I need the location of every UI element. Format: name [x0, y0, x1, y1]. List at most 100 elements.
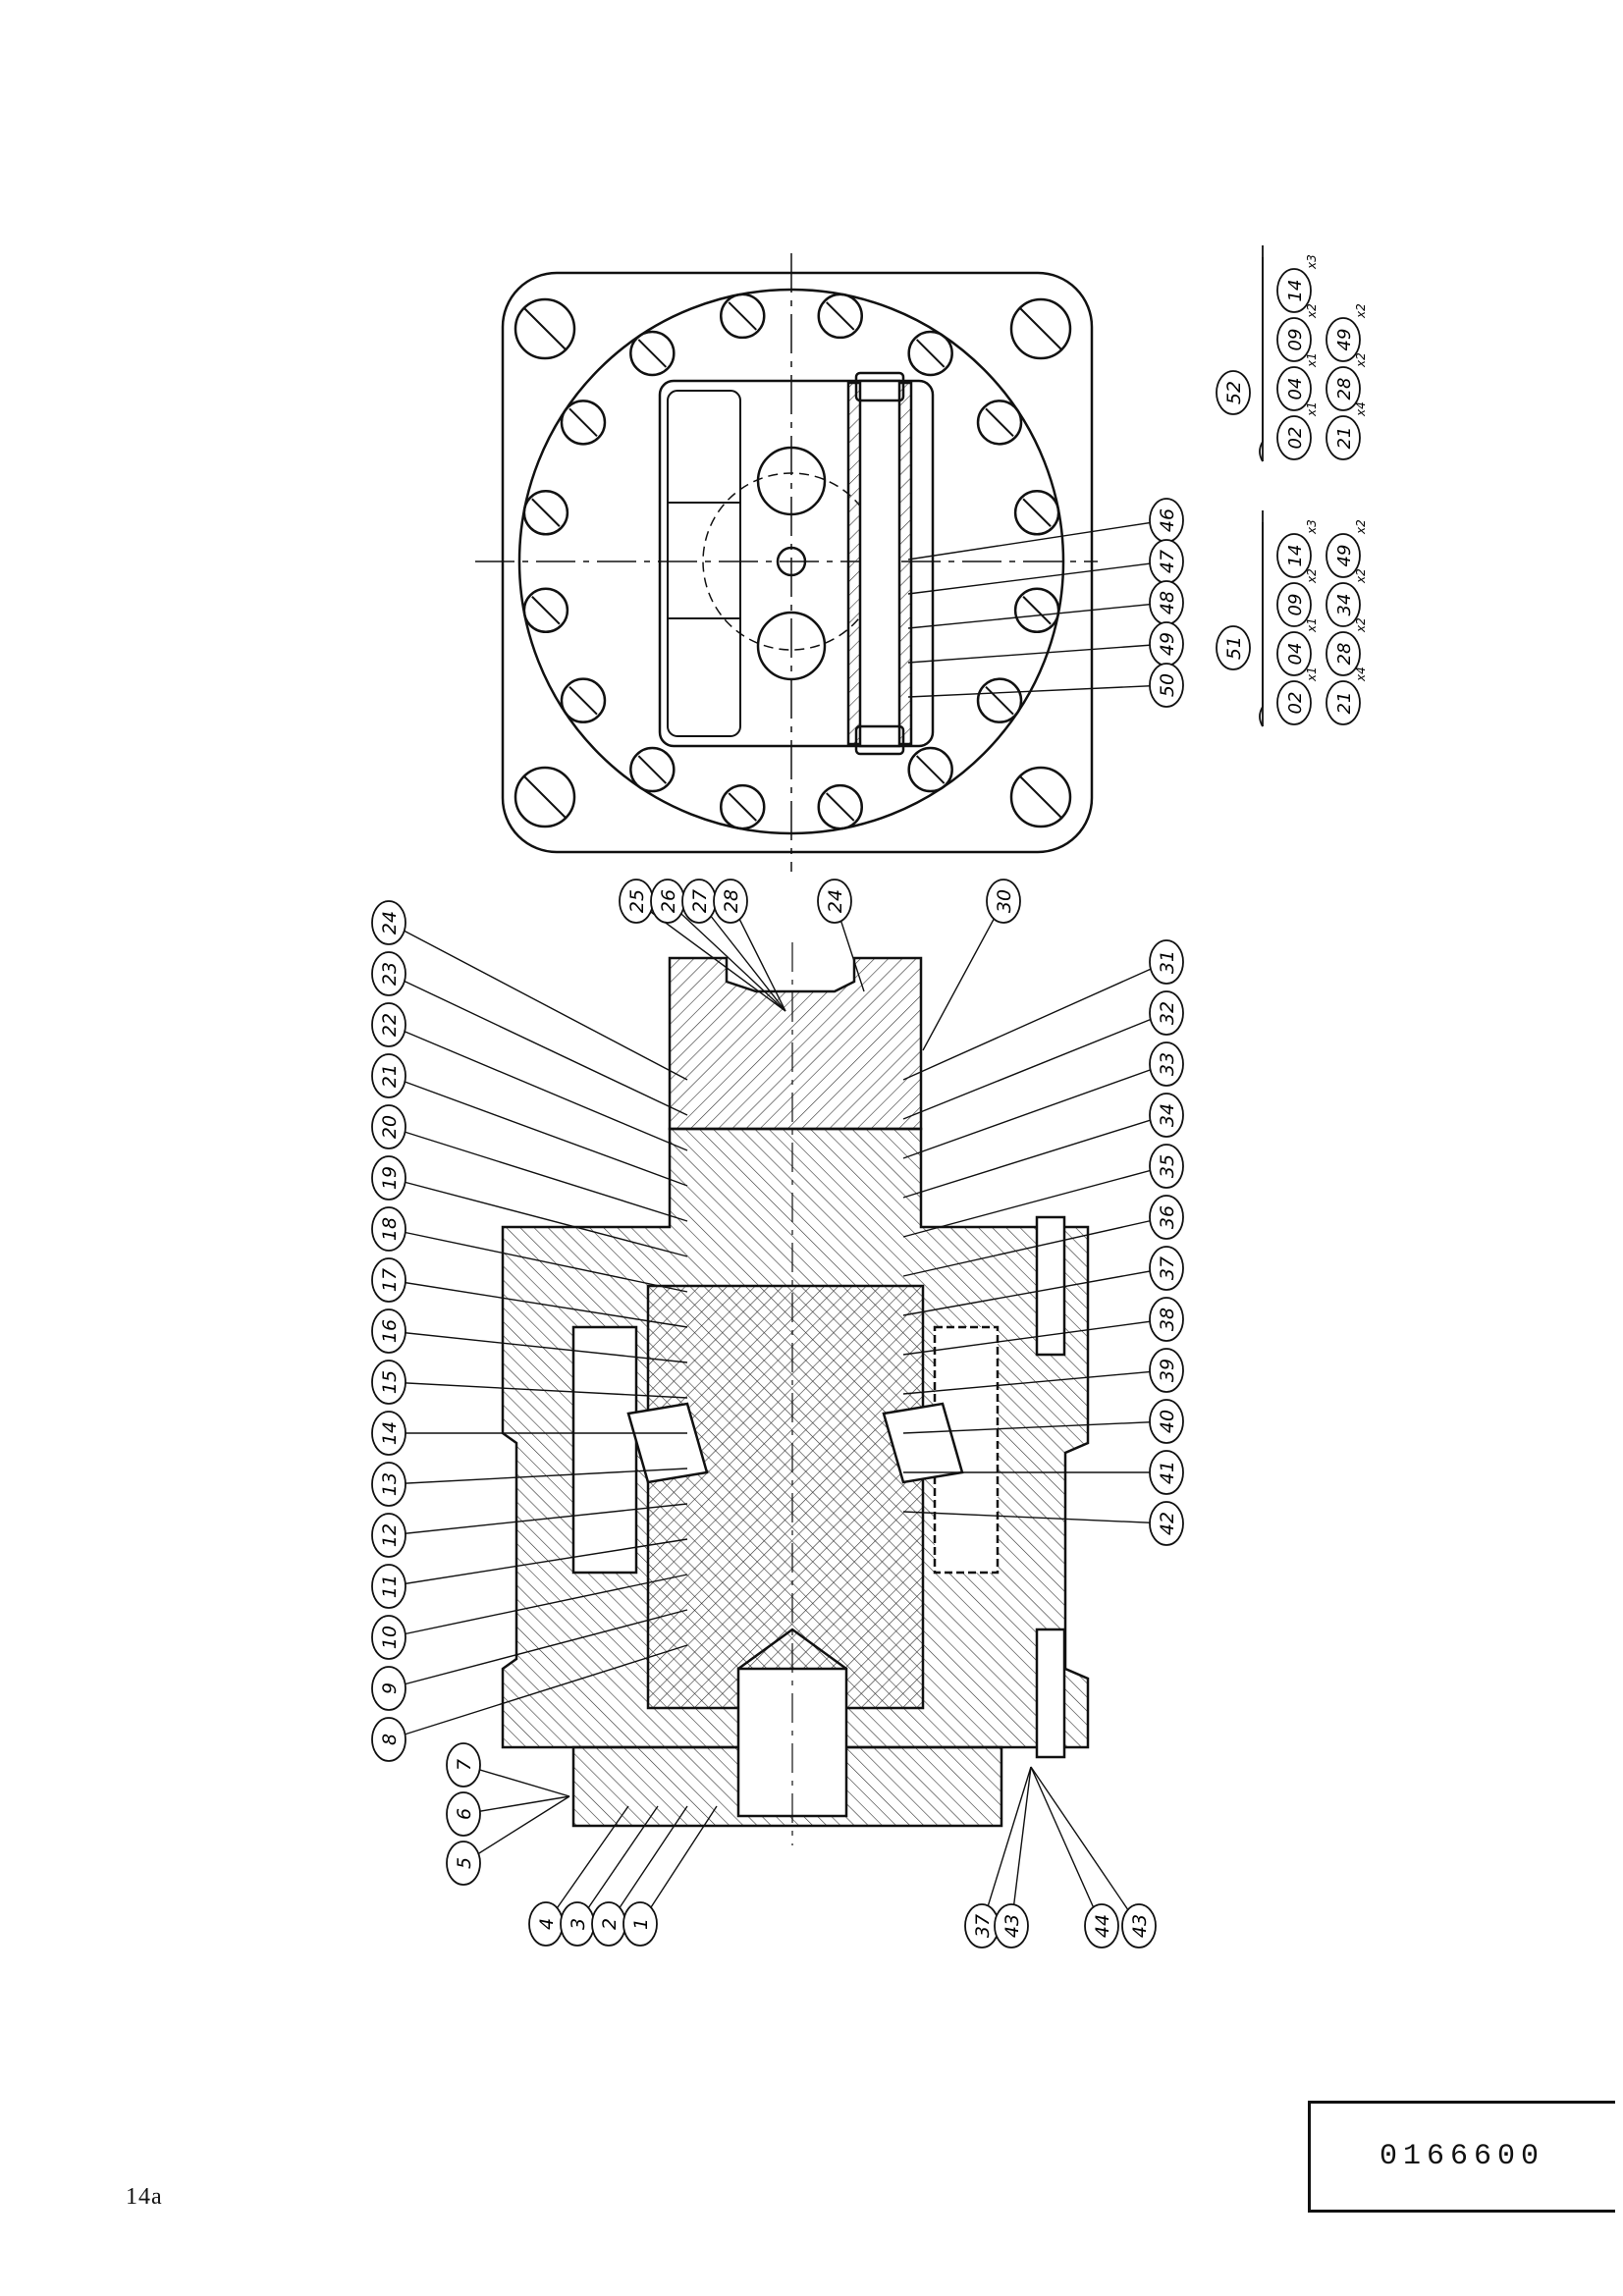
- leader: [576, 1805, 659, 1925]
- callout-label: 19: [379, 1166, 401, 1190]
- bolt-hole: [560, 400, 607, 446]
- leader: [388, 1279, 688, 1328]
- valve-head: [668, 956, 923, 1131]
- leader: [388, 1644, 688, 1740]
- leader: [907, 519, 1167, 561]
- leader: [907, 684, 1167, 698]
- leader: [545, 1805, 629, 1925]
- callout-label: 39: [1157, 1359, 1178, 1382]
- callout: 50: [1149, 663, 1184, 708]
- bolt-hole: [976, 400, 1023, 446]
- callout-label: 36: [1157, 1205, 1178, 1229]
- end-view-housing-window: [658, 379, 935, 748]
- svg-text:x2: x2: [1354, 519, 1368, 535]
- callout: 35: [1149, 1144, 1184, 1189]
- callout: 14: [371, 1411, 406, 1456]
- corner-bolt-hole: [514, 766, 576, 828]
- callout-label: 22: [379, 1013, 401, 1037]
- svg-text:x2: x2: [1354, 568, 1368, 584]
- callout: 8: [371, 1717, 406, 1762]
- piston-left: [571, 1325, 638, 1575]
- callout-label: 33: [1157, 1052, 1178, 1076]
- leader: [907, 561, 1167, 595]
- end-view-bolts: [514, 293, 1072, 830]
- callout-label: 26: [658, 889, 679, 913]
- svg-text:28: 28: [1334, 643, 1355, 666]
- callout: 41: [1149, 1450, 1184, 1495]
- leader: [388, 973, 688, 1116]
- callout-label: 44: [1092, 1914, 1113, 1938]
- callout-label: 28: [721, 889, 742, 913]
- leader: [462, 1764, 570, 1797]
- callout: 7: [446, 1742, 481, 1788]
- leader: [1010, 1766, 1032, 1927]
- callout: 37: [964, 1903, 1000, 1949]
- callout-label: 2: [599, 1918, 621, 1930]
- leader: [902, 1216, 1167, 1277]
- leader: [608, 1805, 688, 1925]
- leader: [981, 1766, 1032, 1927]
- bolt-hole: [720, 293, 766, 340]
- callout: 25: [619, 879, 654, 924]
- callout-label: 35: [1157, 1154, 1178, 1178]
- document-number-box: [1308, 2101, 1615, 2213]
- leader: [462, 1795, 570, 1864]
- svg-text:14: 14: [1285, 545, 1306, 567]
- callout-label: 15: [379, 1370, 401, 1394]
- end-view-flange-outline: [501, 271, 1094, 854]
- callout: 34: [1149, 1093, 1184, 1138]
- leader: [902, 961, 1167, 1081]
- callout-label: 24: [825, 889, 846, 913]
- callout: 23: [371, 951, 406, 996]
- callout: 15: [371, 1360, 406, 1405]
- callout: 2: [591, 1901, 626, 1947]
- callout: 49: [1149, 621, 1184, 667]
- callout-label: 32: [1157, 1001, 1178, 1025]
- bolt-hole: [522, 490, 569, 536]
- callout: 24: [371, 900, 406, 945]
- leader: [388, 1538, 688, 1587]
- callout: 28: [713, 879, 748, 924]
- leader: [922, 900, 1004, 1051]
- svg-text:49: 49: [1334, 545, 1355, 567]
- callout-label: 30: [994, 889, 1015, 913]
- callout-label: 10: [379, 1626, 401, 1649]
- svg-text:x2: x2: [1354, 303, 1368, 319]
- callout-label: 13: [379, 1472, 401, 1496]
- svg-text:x3: x3: [1305, 254, 1319, 270]
- document-number: 0166600: [1380, 2140, 1545, 2173]
- leader: [388, 1330, 688, 1363]
- callout: 9: [371, 1666, 406, 1711]
- callout: 4: [528, 1901, 564, 1947]
- leader: [388, 1228, 688, 1293]
- bolt-hole: [907, 746, 953, 793]
- leader-lines: [388, 519, 1167, 1927]
- svg-text:x4: x4: [1354, 667, 1368, 682]
- kit-lists: 02x104x109x214x321x428x234x249x202x104x1…: [1259, 245, 1368, 727]
- leader: [388, 922, 688, 1081]
- corner-bolt-hole: [1009, 766, 1072, 828]
- callout-label: 25: [626, 889, 648, 913]
- leader: [902, 1063, 1167, 1159]
- svg-text:09: 09: [1285, 329, 1306, 351]
- callout-label: 42: [1157, 1512, 1178, 1535]
- callout: 22: [371, 1002, 406, 1047]
- callout-label: 49: [1157, 632, 1178, 656]
- bolt-top-right: [1035, 1215, 1066, 1357]
- page-number: 14a: [126, 2184, 163, 2210]
- callout: 46: [1149, 498, 1184, 543]
- callout-label: 7: [454, 1759, 475, 1771]
- leader: [902, 1511, 1167, 1524]
- bearing-left: [626, 1402, 709, 1484]
